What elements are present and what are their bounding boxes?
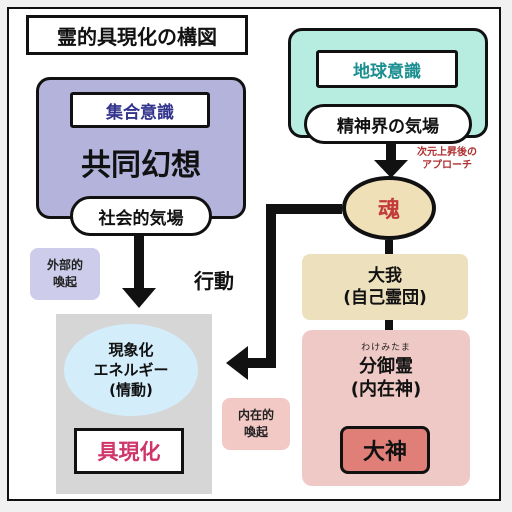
earth-consciousness-label: 地球意識 xyxy=(316,50,458,88)
greater-self-box: 大我 (自己霊団) xyxy=(302,254,468,320)
divided-spirit-title: 分御霊 xyxy=(358,356,413,377)
internal-line-2: 喚起 xyxy=(243,425,268,439)
note-line-2: アプローチ xyxy=(422,160,472,171)
divided-spirit-text: 分御霊 (内在神) xyxy=(302,350,470,406)
energy-line-2: エネルギー xyxy=(93,361,169,379)
collective-illusion-text: 共同幻想 xyxy=(81,148,201,183)
internal-line-1: 内在的 xyxy=(237,408,274,422)
action-label: 行動 xyxy=(194,268,234,293)
ascension-approach-note: 次元上昇後の アプローチ xyxy=(392,146,502,172)
external-line-1: 外部的 xyxy=(46,258,83,272)
diagram-title: 霊的具現化の構図 xyxy=(26,15,248,55)
earth-connector xyxy=(386,142,396,164)
energy-line-1: 現象化 xyxy=(108,341,154,359)
phenomenon-energy-ellipse: 現象化 エネルギー (情動) xyxy=(64,324,198,416)
spiritual-field-label: 精神界の気場 xyxy=(304,104,472,144)
energy-arrowhead xyxy=(226,346,248,380)
divided-spirit-subtitle: (内在神) xyxy=(350,379,422,400)
manifestation-label: 具現化 xyxy=(74,428,184,474)
collective-connector xyxy=(134,236,144,290)
external-evocation-tag: 外部的 喚起 xyxy=(30,248,100,300)
social-field-label: 社会的気場 xyxy=(70,196,212,236)
energy-in-connector xyxy=(244,358,276,368)
collective-consciousness-label: 集合意識 xyxy=(70,92,210,128)
earth-arrowhead xyxy=(374,160,408,178)
soul-node: 魂 xyxy=(342,176,436,240)
energy-line-3: (情動) xyxy=(109,381,153,399)
collective-arrowhead xyxy=(122,288,156,308)
soul-down-connector xyxy=(266,204,276,368)
great-god-box: 大神 xyxy=(340,426,430,474)
divided-spirit-ruby: わけみたま xyxy=(361,343,411,353)
greater-self-subtitle: (自己霊団) xyxy=(343,288,427,308)
internal-evocation-tag: 内在的 喚起 xyxy=(222,398,290,450)
greater-self-title: 大我 xyxy=(367,266,402,286)
ego-bunrei-connector xyxy=(385,320,393,330)
note-line-1: 次元上昇後の xyxy=(417,147,477,158)
external-line-2: 喚起 xyxy=(52,275,77,289)
soul-ego-connector xyxy=(385,240,393,254)
soul-left-connector xyxy=(266,204,342,214)
